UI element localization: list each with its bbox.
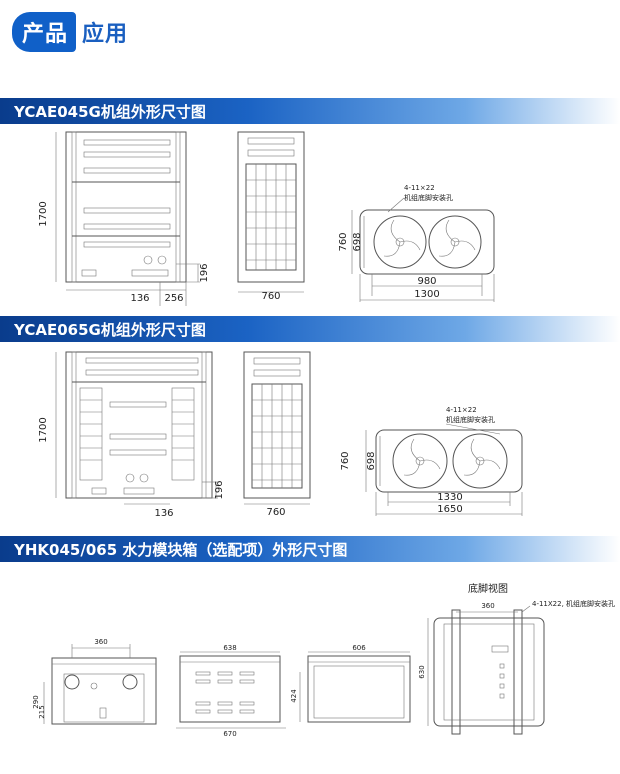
dim-760: 760: [338, 232, 349, 251]
dim-424: 424: [290, 689, 298, 703]
top-view: [351, 197, 495, 302]
section-bar-ycae045g: YCAE045G机组外形尺寸图: [0, 98, 620, 124]
dim-196: 196: [214, 480, 225, 499]
bottom-hole-note: 4-11X22, 机组底脚安装孔: [532, 599, 615, 608]
hole-note: 4-11×22: [446, 406, 477, 414]
page-title: 产品 应用: [12, 12, 128, 52]
dim-1650: 1650: [437, 504, 462, 515]
front-view: [55, 351, 218, 505]
section-bar-ycae065g: YCAE065G机组外形尺寸图: [0, 316, 620, 342]
drawing-ycae045g: 1700 136 256 196 760 4-11×22 机组底脚安装孔 760…: [38, 131, 495, 306]
dim-196: 196: [199, 263, 210, 282]
drawing-yhk: 360 290 215 638 670 606 424: [32, 582, 615, 738]
top-view: [365, 423, 523, 516]
dim-136: 136: [130, 293, 149, 304]
bottom-view: [427, 605, 545, 735]
view-1: [43, 644, 157, 725]
dim-980: 980: [417, 276, 436, 287]
dim-256: 256: [164, 293, 183, 304]
dim-360: 360: [94, 638, 107, 646]
drawing-ycae065g: 1700 136 196 760 4-11×22 机组底脚安装孔 760 698…: [38, 351, 523, 519]
section-title: YCAE065G机组外形尺寸图: [14, 321, 206, 339]
page-title-sub: 应用: [82, 22, 129, 47]
section-bar-yhk: YHK045/065 水力模块箱（选配项）外形尺寸图: [0, 536, 620, 562]
dim-side-760: 760: [266, 507, 285, 518]
dim-360-bottom: 360: [481, 602, 494, 610]
dim-1300: 1300: [414, 289, 439, 300]
side-view: [237, 131, 305, 293]
side-view: [243, 351, 311, 505]
front-view: [55, 131, 200, 306]
dim-136: 136: [154, 508, 173, 519]
dim-760: 760: [340, 451, 351, 470]
dim-215: 215: [38, 705, 46, 718]
section-title: YCAE045G机组外形尺寸图: [14, 103, 206, 121]
dim-698: 698: [366, 451, 377, 470]
hole-label: 机组底脚安装孔: [446, 415, 495, 424]
section-title: YHK045/065 水力模块箱（选配项）外形尺寸图: [14, 541, 348, 559]
dim-1330: 1330: [437, 492, 462, 503]
view-3: [299, 651, 411, 723]
dim-height: 1700: [38, 201, 49, 226]
dim-side-760: 760: [261, 291, 280, 302]
dim-606: 606: [352, 644, 366, 652]
hole-label: 机组底脚安装孔: [404, 193, 453, 202]
dim-630: 630: [418, 665, 426, 678]
dim-670: 670: [223, 730, 236, 738]
page-title-main: 产品: [12, 12, 77, 52]
hole-note: 4-11×22: [404, 184, 435, 192]
dim-290: 290: [32, 695, 40, 708]
dim-height: 1700: [38, 417, 49, 442]
dim-638: 638: [223, 644, 236, 652]
bottom-view-title: 底脚视图: [468, 582, 508, 595]
view-2: [176, 651, 286, 729]
dim-698: 698: [352, 232, 363, 251]
